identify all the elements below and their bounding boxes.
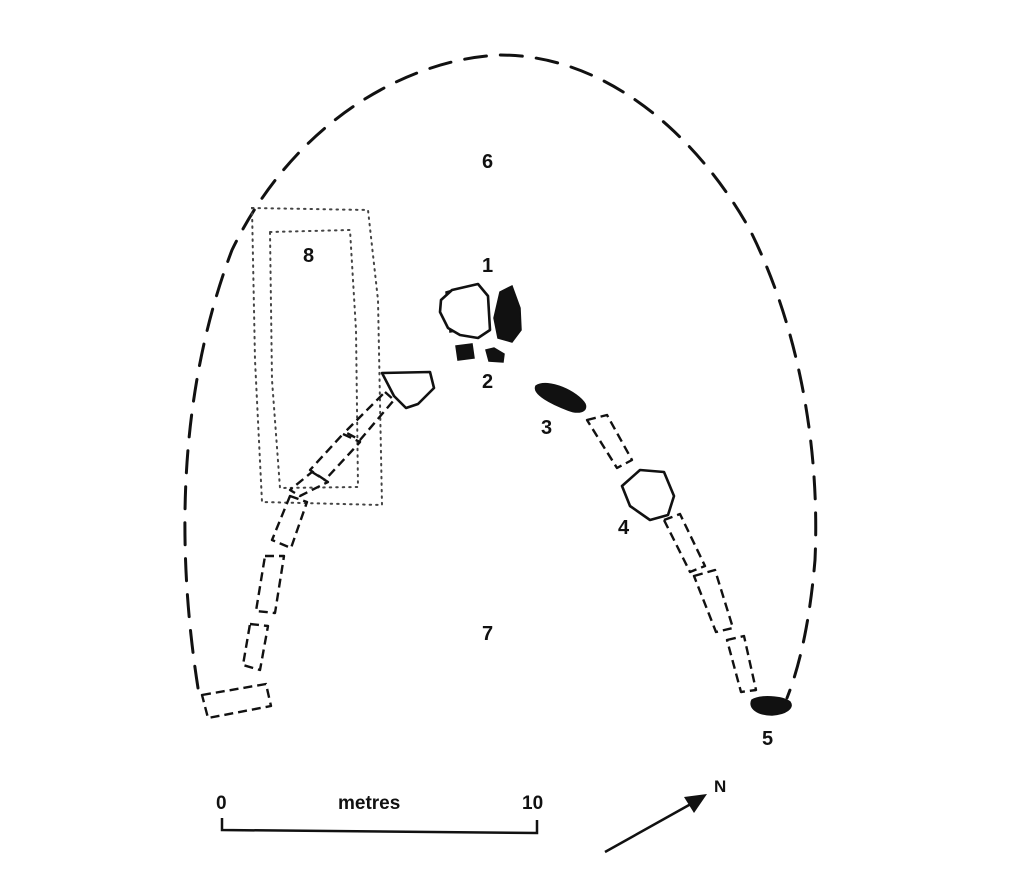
central-stone-middle [438,282,492,340]
east-arc [534,383,792,716]
north-arrow: N [604,777,726,854]
mound-outline [183,53,818,700]
scale-start-label: 0 [216,793,227,814]
label-2: 2 [482,371,493,393]
socket-e4 [725,634,758,694]
cist-inner-outline [268,228,360,490]
label-5: 5 [762,728,773,750]
north-arrow-shaft [604,798,699,854]
socket-w4 [270,494,309,550]
label-7: 7 [482,623,493,645]
scale-unit-label: metres [338,793,400,814]
small-stone-a [455,343,475,361]
small-stone-b [485,347,505,363]
cist-feature [250,206,384,507]
label-1: 1 [482,255,493,277]
central-stone-right [493,284,522,343]
socket-w3 [288,470,330,498]
socket-w2 [308,432,362,482]
west-arc [200,370,436,720]
stone-5 [750,696,792,716]
label-6: 6 [482,151,493,173]
scale-line [220,818,539,835]
socket-e2 [662,512,707,574]
socket-e1 [585,413,634,470]
socket-w5 [254,554,286,615]
socket-w1 [343,390,396,442]
socket-e3 [692,568,735,634]
label-8: 8 [303,245,314,267]
small-stones [455,343,505,363]
north-arrow-head [684,794,707,813]
scale-end-label: 10 [522,793,543,814]
north-label: N [714,777,726,796]
central-stones [438,282,522,343]
stone-3 [534,383,587,413]
west-arc-stone [380,370,436,410]
label-3: 3 [541,417,552,439]
socket-w6 [241,622,270,672]
stone-4 [620,468,676,522]
cist-outer-outline [250,206,384,507]
socket-w7 [200,682,273,720]
label-4: 4 [618,517,630,539]
scale-bar: 0 metres 10 [216,793,543,835]
